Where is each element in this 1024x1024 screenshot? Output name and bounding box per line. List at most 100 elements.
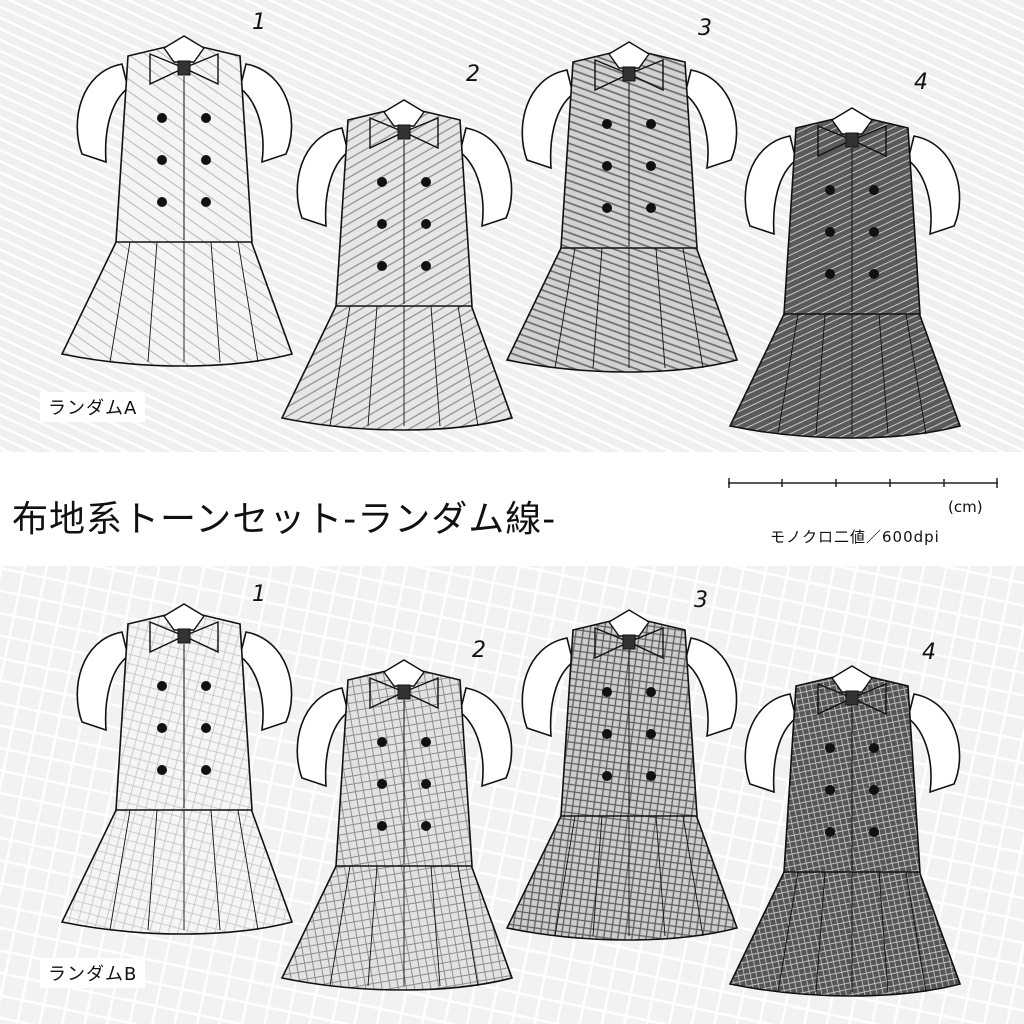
button-dot [157, 765, 167, 775]
bow-right [402, 676, 439, 710]
button-dot [825, 827, 835, 837]
button-dot [201, 681, 211, 691]
button-dot [377, 261, 387, 271]
button-dot [869, 185, 879, 195]
sample-number: 3 [694, 588, 708, 613]
uniform-figure [728, 665, 962, 997]
button-dot [869, 269, 879, 279]
button-dot [377, 177, 387, 187]
button-dot [646, 203, 656, 213]
left-sleeve [296, 687, 349, 788]
bow-knot [397, 684, 411, 700]
uniform-figure [280, 99, 514, 431]
right-sleeve [907, 693, 961, 794]
uniform-figure [505, 609, 739, 941]
left-sleeve [76, 63, 129, 164]
skirt-pleat [592, 247, 603, 369]
button-dot [421, 177, 431, 187]
bow-left [149, 52, 186, 86]
button-dot [825, 743, 835, 753]
uniform-figure [728, 107, 962, 439]
button-dot [825, 185, 835, 195]
button-dot [869, 785, 879, 795]
skirt-pleat [655, 247, 666, 369]
bow-left [817, 124, 854, 158]
button-dot [646, 729, 656, 739]
collar [607, 609, 651, 637]
button-dot [201, 765, 211, 775]
skirt [60, 805, 294, 935]
skirt-pleat [457, 305, 479, 427]
right-sleeve [907, 135, 961, 236]
bow-left [369, 676, 406, 710]
scale-unit: (cm) [948, 498, 983, 516]
skirt-pleat [815, 871, 826, 993]
skirt-pleat [210, 809, 221, 931]
sample-number: 4 [922, 640, 936, 665]
bow-right [850, 124, 887, 158]
skirt-pleat [210, 241, 221, 363]
bow-left [594, 58, 631, 92]
collar [382, 659, 426, 687]
left-sleeve [521, 637, 574, 738]
skirt-pleat [109, 241, 131, 363]
skirt-pleat [457, 865, 479, 987]
right-sleeve [459, 127, 513, 228]
button-dot [157, 113, 167, 123]
resolution-spec: モノクロ二値／600dpi [770, 528, 940, 546]
skirt [60, 237, 294, 367]
skirt-pleat [329, 865, 351, 987]
skirt-pleat [777, 871, 799, 993]
collar [162, 35, 206, 63]
scale-ruler [728, 478, 998, 488]
button-dot [377, 821, 387, 831]
uniform-figure [280, 659, 514, 991]
skirt-pleat [554, 247, 576, 369]
right-sleeve [239, 63, 293, 164]
button-dot [602, 119, 612, 129]
bow-right [402, 116, 439, 150]
button-dot [201, 723, 211, 733]
bow-knot [177, 628, 191, 644]
skirt-pleat [554, 815, 576, 937]
skirt-pleat [237, 241, 259, 363]
skirt-pleat [777, 313, 799, 435]
skirt-pleat [430, 305, 441, 427]
sample-number: 3 [698, 16, 712, 41]
bow-knot [397, 124, 411, 140]
button-dot [602, 687, 612, 697]
bow-left [149, 620, 186, 654]
bow-knot [845, 690, 859, 706]
button-dot [377, 737, 387, 747]
button-dot [421, 219, 431, 229]
button-dot [646, 119, 656, 129]
left-sleeve [76, 631, 129, 732]
skirt-pleat [878, 871, 889, 993]
button-dot [201, 113, 211, 123]
skirt [505, 243, 739, 373]
button-dot [602, 203, 612, 213]
button-dot [825, 227, 835, 237]
button-dot [201, 155, 211, 165]
title-band [0, 452, 1024, 566]
button-dot [825, 785, 835, 795]
bow-knot [177, 60, 191, 76]
button-dot [869, 827, 879, 837]
bow-knot [622, 634, 636, 650]
right-sleeve [459, 687, 513, 788]
left-sleeve [521, 69, 574, 170]
sample-number: 2 [472, 638, 486, 663]
button-dot [602, 771, 612, 781]
skirt [728, 867, 962, 997]
skirt-pleat [905, 871, 927, 993]
skirt-pleat [878, 313, 889, 435]
button-dot [157, 197, 167, 207]
button-dot [421, 779, 431, 789]
button-dot [157, 681, 167, 691]
skirt [280, 861, 514, 991]
skirt [505, 811, 739, 941]
bow-knot [845, 132, 859, 148]
bow-knot [622, 66, 636, 82]
